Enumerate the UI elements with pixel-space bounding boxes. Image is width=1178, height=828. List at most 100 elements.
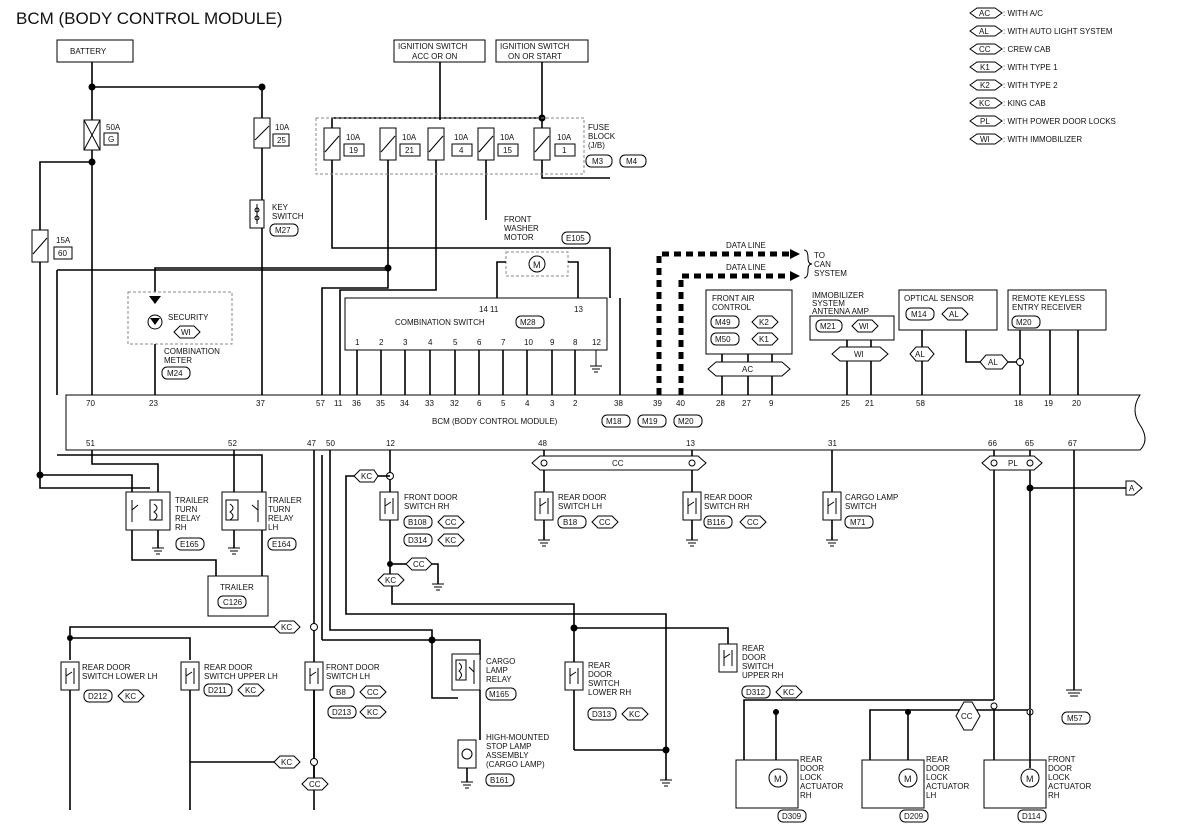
rear-door-lower-rh-conn: D313	[592, 710, 612, 719]
tag-kc-front-rh: KC	[361, 472, 372, 481]
ignition-start-box: IGNITION SWITCH ON OR START	[495, 39, 589, 63]
power-wires	[39, 62, 611, 475]
bcm-pin-27: 27	[742, 399, 751, 408]
cargo-relay-label-1: CARGO	[486, 657, 515, 666]
bcm-pin-32: 32	[450, 399, 459, 408]
legend-item-cc: CC : CREW CAB	[969, 43, 1051, 55]
actuator-front-label-1: FRONT	[1048, 755, 1076, 764]
front-door-lh-code-1: CC	[367, 688, 379, 697]
front-door-rh-conn-1: B108	[408, 518, 427, 527]
keyless-tag: AL	[988, 358, 998, 367]
actuator-lh-label-3: LOCK	[926, 773, 948, 782]
bcm-pin-40: 40	[676, 399, 685, 408]
actuator-lh-label-1: REAR	[926, 755, 948, 764]
rear-door-upper-rh-label-4: UPPER RH	[742, 671, 784, 680]
bcm-pin-23: 23	[149, 399, 158, 408]
bcm-pin-58: 58	[916, 399, 925, 408]
front-door-rh-code-1: CC	[445, 518, 457, 527]
tag-cc-actuators: CC	[961, 712, 973, 721]
bcm-pin-65: 65	[1025, 439, 1034, 448]
rear-door-lh-conn: B18	[563, 518, 578, 527]
optical-sensor: OPTICAL SENSOR M14 AL AL	[898, 289, 1020, 395]
stop-lamp-label-1: HIGH-MOUNTED	[486, 733, 549, 742]
legend-code-k2: K2	[980, 81, 990, 90]
trailer-rh-conn: E165	[180, 540, 199, 549]
actuator-front-label-4: ACTUATOR	[1048, 782, 1091, 791]
fuse-15-rating: 10A	[500, 133, 515, 142]
cargo-relay-label-2: LAMP	[486, 666, 508, 675]
front-door-lh-label-1: FRONT DOOR	[326, 663, 380, 672]
rear-door-switch-upper-rh: REAR DOOR SWITCH UPPER RH D312 KC	[718, 643, 803, 699]
immobilizer-label-1: IMMOBILIZER	[812, 291, 864, 300]
bcm-pin-39: 39	[653, 399, 662, 408]
actuator-front-label-3: LOCK	[1048, 773, 1070, 782]
rear-door-lock-actuator-lh: M REAR DOOR LOCK ACTUATOR LH D209	[861, 755, 969, 823]
keyless-label-1: REMOTE KEYLESS	[1012, 294, 1085, 303]
actuator-rh-label-4: ACTUATOR	[800, 782, 843, 791]
data-lines: DATA LINE DATA LINE TO CAN SYSTEM	[656, 241, 847, 395]
fuse-10a-25-rating: 10A	[275, 123, 290, 132]
actuator-front-label-2: DOOR	[1048, 764, 1072, 773]
front-air-label-1: FRONT AIR	[712, 294, 755, 303]
fuse-50a-rating: 50A	[106, 123, 121, 132]
legend-text-ac: : WITH A/C	[1003, 9, 1043, 18]
trailer-lh-label-4: LH	[268, 523, 278, 532]
bcm-pin-70: 70	[86, 399, 95, 408]
optical-sensor-conn: M14	[911, 310, 927, 319]
fuse-1-rating: 10A	[557, 133, 572, 142]
bcm-pin-11: 11	[334, 399, 343, 408]
bcm-pin-38: 38	[614, 399, 623, 408]
trailer-rh-label-1: TRAILER	[175, 496, 209, 505]
combination-switch-pin-9: 9	[550, 338, 555, 347]
bcm-pin-3: 3	[550, 399, 555, 408]
fuse-block-21: 10A 21	[379, 127, 421, 161]
front-air-label-2: CONTROL	[712, 303, 752, 312]
fuse-block-19: 10A 19	[323, 127, 365, 161]
actuator-front-label-5: RH	[1048, 791, 1060, 800]
ground-conn: M57	[1067, 714, 1083, 723]
optical-sensor-tag: AL	[915, 350, 925, 359]
actuator-rh-label-1: REAR	[800, 755, 822, 764]
tag-cc-front-rh: CC	[413, 560, 425, 569]
fuse-50a-id: G	[108, 135, 114, 144]
bcm-pin-20: 20	[1072, 399, 1081, 408]
trailer-wiring	[36, 450, 263, 576]
actuator-lh-motor: M	[904, 774, 912, 784]
tag-kc-lower-1: KC	[281, 623, 292, 632]
bcm-pin-12: 12	[386, 439, 395, 448]
front-door-lh-conn-1: B8	[336, 688, 346, 697]
cargo-lamp-switch: CARGO LAMP SWITCH M71	[822, 450, 898, 547]
rear-door-lower-lh-code: KC	[125, 692, 136, 701]
front-air-conn-1: M49	[715, 318, 731, 327]
combination-switch-pin-10: 10	[524, 338, 533, 347]
fuse-19-id: 19	[349, 146, 358, 155]
fuse-15a-rating: 15A	[56, 236, 71, 245]
pl-band-label: PL	[1008, 459, 1018, 468]
legend-code-cc: CC	[979, 45, 991, 54]
key-switch-conn: M27	[275, 226, 291, 235]
front-door-switch-rh: FRONT DOOR SWITCH RH B108 CC D314 KC	[379, 491, 465, 547]
trailer-rh-label-3: RELAY	[175, 514, 201, 523]
rear-door-lock-actuator-rh: M REAR DOOR LOCK ACTUATOR RH D309	[735, 755, 843, 823]
actuator-rh-label-3: LOCK	[800, 773, 822, 782]
bcm-pin-33: 33	[425, 399, 434, 408]
ignition-acc-box: IGNITION SWITCH ACC OR ON	[393, 39, 486, 63]
bcm-pin-19: 19	[1044, 399, 1053, 408]
high-mounted-stop-lamp: HIGH-MOUNTED STOP LAMP ASSEMBLY (CARGO L…	[457, 733, 549, 789]
ignition-acc-label-2: ACC OR ON	[412, 52, 458, 61]
front-washer-motor: FRONT WASHER MOTOR E105 M	[496, 215, 591, 298]
trailer-lh-conn: E164	[272, 540, 291, 549]
combination-switch-pin-6: 6	[477, 338, 482, 347]
stop-lamp-label-3: ASSEMBLY	[486, 751, 529, 760]
combination-switch-pin-12: 12	[592, 338, 601, 347]
front-air-conn-2: M50	[715, 335, 731, 344]
fuse-21-id: 21	[405, 146, 414, 155]
bcm-pin-35: 35	[376, 399, 385, 408]
data-line-label-2: DATA LINE	[726, 263, 766, 272]
trailer-rh-label-4: RH	[175, 523, 187, 532]
legend-text-pl: : WITH POWER DOOR LOCKS	[1003, 117, 1116, 126]
tag-cc-lower: CC	[309, 780, 321, 789]
fuse-4-rating: 10A	[454, 133, 469, 142]
ignition-start-label-2: ON OR START	[508, 52, 562, 61]
bcm-pin-66: 66	[988, 439, 997, 448]
